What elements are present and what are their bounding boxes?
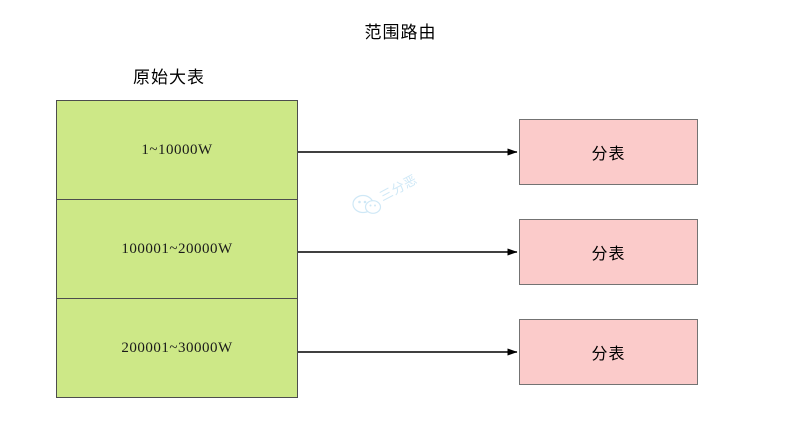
source-range-row-3: 200001~30000W <box>57 298 297 397</box>
shard-table-box-2: 分表 <box>519 219 698 285</box>
source-range-row-2: 100001~20000W <box>57 199 297 298</box>
page-title: 范围路由 <box>364 23 437 42</box>
watermark-text: 三分恶 <box>376 171 420 205</box>
shard-table-box-1: 分表 <box>519 119 698 185</box>
source-range-row-1: 1~10000W <box>57 101 297 199</box>
source-table: 1~10000W 100001~20000W 200001~30000W <box>56 100 298 398</box>
wechat-logo-icon <box>352 194 382 214</box>
shard-table-box-3: 分表 <box>519 319 698 385</box>
source-table-label: 原始大表 <box>133 68 205 87</box>
watermark: 三分恶 <box>352 171 472 217</box>
